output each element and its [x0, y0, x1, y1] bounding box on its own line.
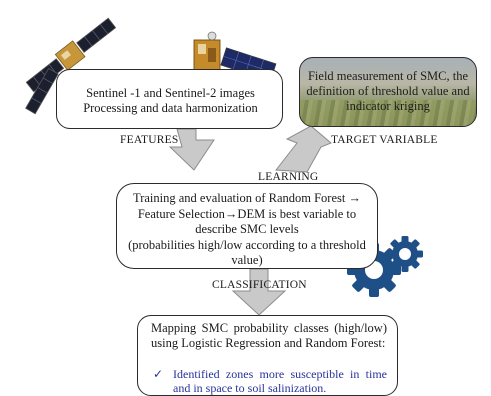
- learning-label: LEARNING: [258, 171, 319, 183]
- target-variable-label: TARGET VARIABLE: [331, 134, 438, 146]
- learning-line-2: Feature Selection→DEM is best variable t…: [137, 206, 357, 221]
- classification-arrow-icon: [231, 268, 287, 316]
- field-measurement-box: Field measurement of SMC, the definition…: [299, 57, 477, 127]
- data-processing-text: Sentinel -1 and Sentinel-2 images Proces…: [65, 86, 276, 116]
- checkmark-icon: ✓: [153, 367, 164, 381]
- learning-line-4: (probabilities high/low according to a t…: [128, 237, 366, 252]
- learning-text: Training and evaluation of Random Forest…: [123, 191, 371, 269]
- satellite-icon: [25, 17, 117, 115]
- target-arrow-icon: [275, 125, 332, 173]
- data-processing-line-2: Processing and data harmonization: [83, 101, 258, 115]
- data-processing-line-1: Sentinel -1 and Sentinel-2 images: [86, 86, 255, 100]
- features-label: FEATURES: [120, 134, 179, 146]
- field-measurement-text: Field measurement of SMC, the definition…: [304, 69, 472, 114]
- classification-text: Mapping SMC probability classes (high/lo…: [151, 321, 387, 350]
- classification-box: Mapping SMC probability classes (high/lo…: [137, 315, 398, 396]
- field-measurement-line-2: definition of threshold value and: [306, 84, 470, 98]
- learning-line-1: Training and evaluation of Random Forest…: [133, 191, 361, 205]
- field-measurement-line-3: indicator kriging: [346, 99, 430, 113]
- classification-bullet: ✓ Identified zones more susceptible in t…: [151, 367, 387, 395]
- field-measurement-line-1: Field measurement of SMC, the: [307, 69, 469, 83]
- data-processing-box: Sentinel -1 and Sentinel-2 images Proces…: [56, 69, 283, 129]
- classification-label: CLASSIFICATION: [212, 279, 307, 291]
- learning-line-5: value): [231, 253, 263, 267]
- features-arrow-icon: [168, 128, 215, 171]
- classification-bullet-text: Identified zones more susceptible in tim…: [173, 367, 387, 395]
- field-photo: [300, 100, 476, 126]
- learning-box: Training and evaluation of Random Forest…: [116, 183, 378, 269]
- learning-line-3: describe SMC levels: [195, 222, 299, 236]
